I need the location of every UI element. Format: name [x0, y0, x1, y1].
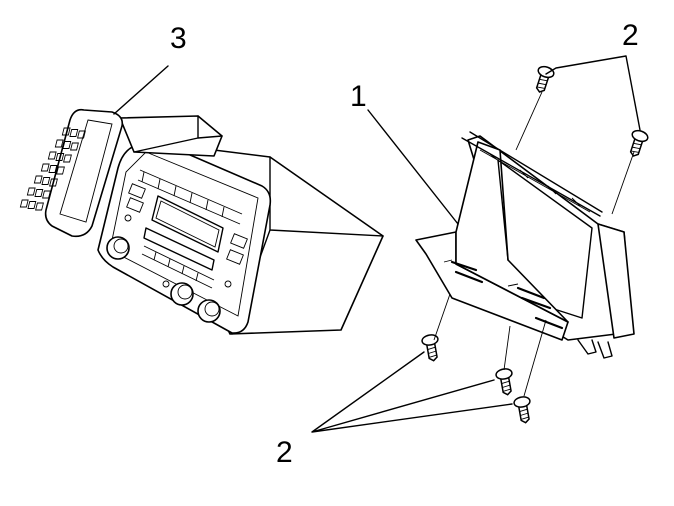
cd-slot: [143, 227, 215, 271]
bracket-clip: [577, 339, 613, 359]
bracket-right-flange: [597, 223, 635, 339]
keypad-key: [41, 177, 51, 185]
callout-screws-top: 2: [622, 19, 639, 52]
callout-screws-bottom: 2: [276, 436, 293, 469]
keypad-key: [49, 178, 58, 187]
callout-unit: 3: [170, 22, 187, 55]
radio-rear-block: [119, 115, 223, 157]
keypad-key: [69, 129, 79, 137]
display-window: [151, 195, 224, 253]
keypad-key: [27, 201, 37, 209]
radio-unit: [97, 140, 384, 335]
mounting-bracket: [415, 131, 635, 359]
leader-lines: [113, 55, 641, 433]
keypad-key: [42, 190, 51, 199]
keypad-key: [47, 151, 57, 160]
keypad-key: [61, 127, 71, 136]
leader-screws-bottom: [311, 351, 513, 433]
keypad-key: [35, 202, 44, 211]
callout-bracket: 1: [350, 80, 367, 113]
tuning-knob-2: [197, 299, 221, 323]
keypad-key: [70, 142, 79, 151]
screw: [629, 129, 649, 157]
leader-unit: [113, 65, 169, 115]
keypad-panel: [19, 108, 124, 238]
screw: [421, 334, 439, 362]
keypad-key: [40, 163, 50, 172]
keypad-key: [19, 199, 29, 208]
keypad-key: [62, 141, 72, 149]
tuning-knob-1: [170, 282, 194, 306]
keypad-key: [54, 139, 64, 148]
keypad-key: [77, 130, 86, 139]
leader-bracket: [367, 109, 459, 225]
keypad-key: [56, 166, 65, 175]
keypad-key: [33, 175, 43, 184]
keypad-key: [63, 154, 72, 163]
keypad-key: [48, 165, 58, 173]
screw: [535, 65, 555, 93]
screw: [495, 368, 513, 396]
leader-screws-top: [545, 55, 641, 131]
screw: [513, 396, 531, 424]
volume-knob: [106, 236, 130, 260]
screws: [421, 65, 649, 424]
keypad-key: [55, 153, 65, 161]
keypad-key: [26, 187, 36, 196]
keypad-key: [34, 189, 44, 197]
